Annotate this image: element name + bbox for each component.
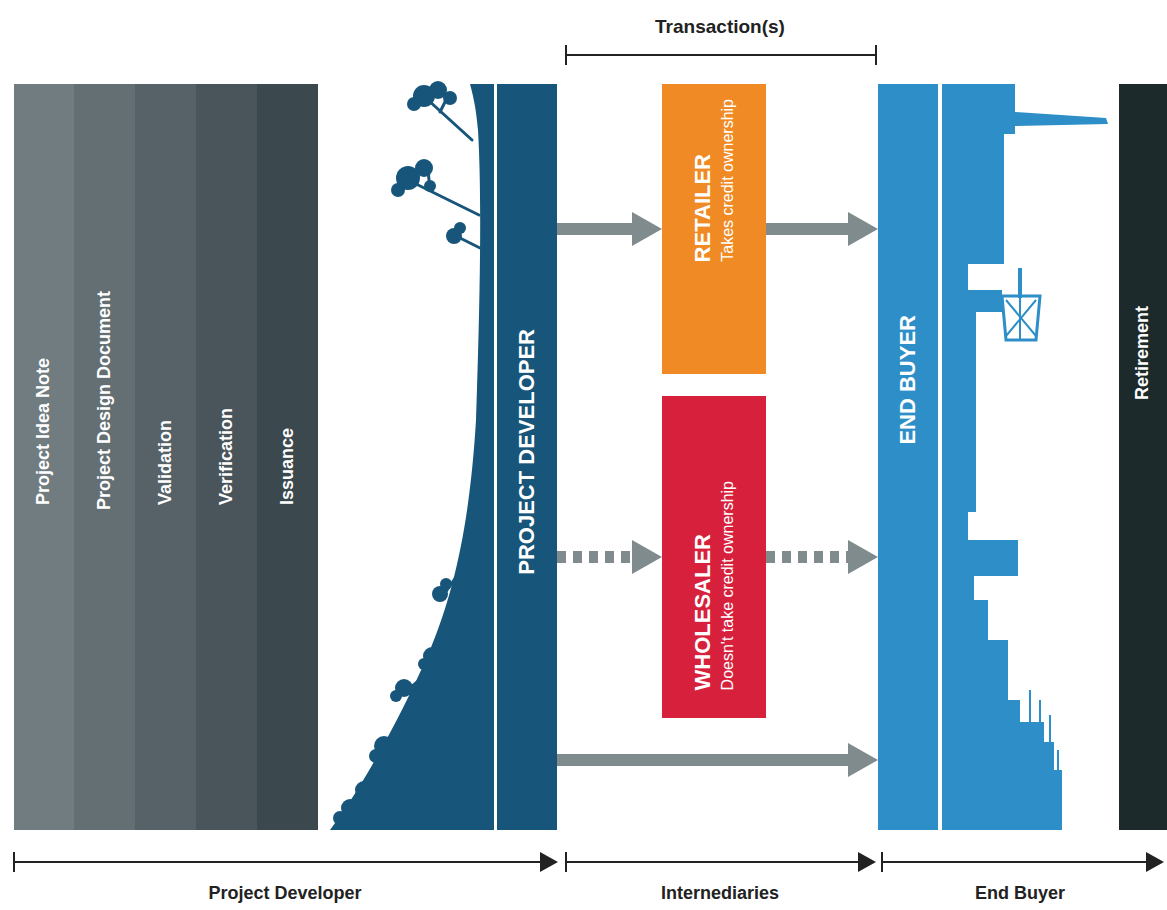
node-title: Issuance: [278, 428, 298, 505]
stage-band: Validation: [135, 84, 196, 830]
intermediary-box: WHOLESALERDoesn't take credit ownership: [662, 396, 766, 718]
dashed-arrow: [766, 551, 848, 563]
stage-band: Project Design Document: [74, 84, 135, 830]
stage-band: Issuance: [257, 84, 318, 830]
stage-label: Project Developer: [208, 883, 361, 904]
node-title: RETAILER: [691, 154, 715, 262]
stage-band: Retirement: [1119, 84, 1167, 830]
stage-band: Verification: [196, 84, 257, 830]
stage-label: Internediaries: [661, 883, 779, 904]
dashed-arrow: [557, 551, 632, 563]
intermediary-box: RETAILERTakes credit ownership: [662, 84, 766, 374]
stage-band: Project Idea Note: [14, 84, 74, 830]
actor-band: END BUYER: [878, 84, 938, 830]
node-subtitle: Doesn't take credit ownership: [719, 481, 737, 690]
bracket-label: Transaction(s): [655, 16, 785, 38]
node-title: Validation: [156, 420, 176, 505]
node-title: Project Design Document: [95, 291, 115, 510]
node-title: Retirement: [1133, 306, 1153, 400]
flow-arrow: [766, 223, 848, 235]
node-title: WHOLESALER: [691, 534, 715, 690]
stage-label: End Buyer: [975, 883, 1065, 904]
flow-arrow: [557, 223, 632, 235]
city-skyline: [942, 84, 1108, 830]
stage-axis: [14, 852, 1164, 872]
node-title: PROJECT DEVELOPER: [515, 329, 539, 575]
actor-band: PROJECT DEVELOPER: [497, 84, 557, 830]
node-title: END BUYER: [896, 315, 920, 445]
bracket: [566, 45, 876, 65]
node-title: Verification: [217, 408, 237, 505]
node-title: Project Idea Note: [34, 358, 54, 505]
landscape: [330, 81, 494, 830]
flow-arrow: [557, 754, 848, 766]
node-subtitle: Takes credit ownership: [719, 99, 737, 262]
